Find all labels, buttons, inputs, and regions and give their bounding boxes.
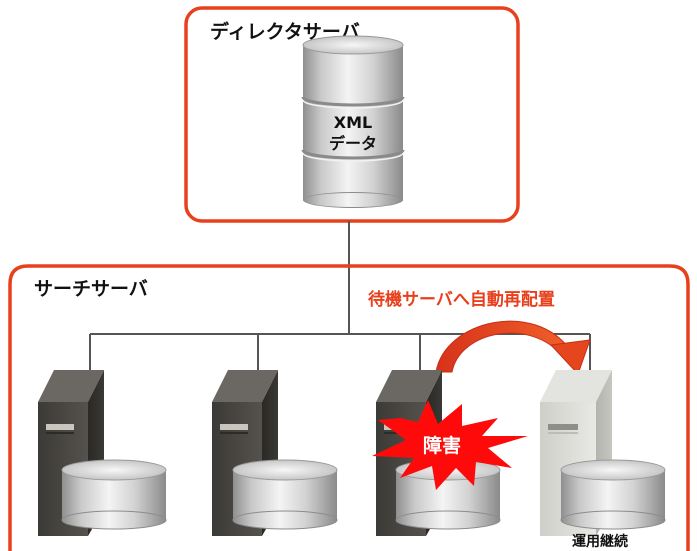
failure-label: 障害: [423, 434, 461, 457]
search-server-frame: [8, 264, 690, 551]
network-bus: [89, 333, 591, 378]
director-server-title: ディレクタサーバ: [210, 20, 360, 43]
search-server-title: サーチサーバ: [34, 278, 148, 300]
relocation-arrow-icon: [435, 320, 591, 375]
search-server-2-disk-icon: [232, 459, 338, 530]
standby-server-disk-icon: [560, 459, 666, 530]
data-label: データ: [329, 134, 377, 153]
continue-operation-label: 運用継続: [572, 533, 628, 550]
xml-database-icon: [301, 35, 405, 208]
relocation-label: 待機サーバへ自動再配置: [368, 289, 555, 310]
failure-burst-icon: [372, 400, 528, 490]
search-server-1-disk-icon: [61, 459, 167, 530]
xml-label: XML: [334, 113, 372, 132]
